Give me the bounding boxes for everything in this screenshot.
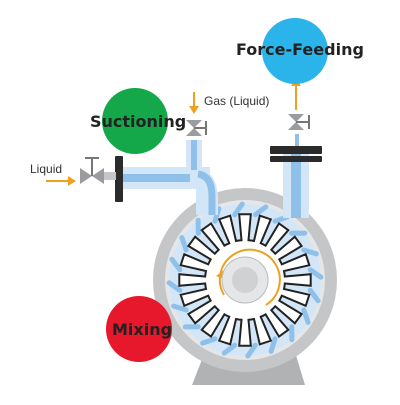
liquid-in-arrow-icon: [46, 176, 76, 186]
inlet-valve-icon: [80, 157, 116, 184]
gas-flow: [191, 140, 197, 170]
inlet-flange: [115, 156, 123, 202]
gas-valve-icon: [186, 120, 207, 136]
hub-center: [232, 267, 258, 293]
force-feeding-label: Force-Feeding: [236, 40, 364, 59]
liquid-label: Liquid: [30, 162, 62, 176]
mixing-label: Mixing: [112, 320, 172, 339]
outlet-flange-top: [270, 146, 322, 154]
outlet-flange-bottom: [270, 156, 322, 162]
suctioning-label: Suctioning: [90, 112, 186, 131]
gas-liquid-label: Gas (Liquid): [204, 94, 269, 108]
outlet-valve-icon: [288, 114, 310, 130]
gas-in-arrow-icon: [189, 92, 199, 114]
